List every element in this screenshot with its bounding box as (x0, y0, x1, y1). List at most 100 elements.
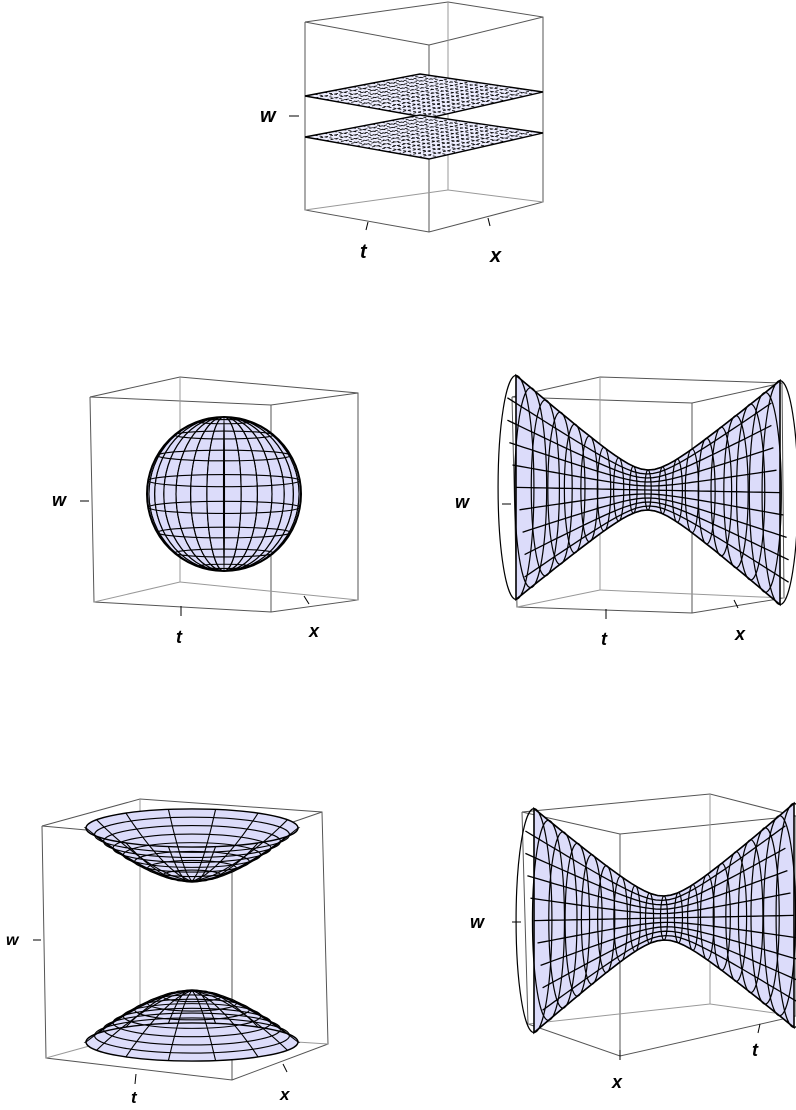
hyperboloid-one-ticks (502, 503, 739, 619)
planes-ticks (289, 115, 491, 231)
hyperboloid-one-rotated-surface (515, 801, 796, 1035)
lower-sheet-radial (125, 989, 193, 1028)
hyperboloid-two-surface (83, 808, 301, 1062)
plane-grid-line (410, 75, 534, 95)
plane-grid-line (391, 79, 515, 99)
plane-grid-line (324, 132, 449, 156)
sphere-meridian (222, 416, 226, 572)
hyperboloid-generator (522, 497, 787, 539)
panel-planes: w t x (260, 1, 544, 267)
lower-sheet-radial (125, 989, 193, 1058)
plane-grid-line (352, 127, 477, 149)
plane-grid-line (314, 93, 439, 117)
plane-grid-line (333, 131, 458, 153)
upper-sheet-radial (191, 819, 288, 883)
lower-sheet-radial (191, 989, 217, 1024)
hyperboloid-generator (542, 930, 796, 989)
planes-axis-w-label: w (260, 105, 277, 127)
hyperboloid-one-axis-right-label: x (734, 624, 746, 644)
plane-grid-line (397, 87, 513, 113)
sphere-axis-right-label: x (308, 621, 320, 641)
hyperboloid-generator (507, 419, 772, 479)
plane-grid-line (418, 131, 533, 158)
plane-grid-line (387, 85, 503, 112)
sphere-ticks (80, 500, 310, 616)
planes-axis-right-label: x (489, 245, 502, 267)
plane-grid-line (410, 116, 534, 136)
hyperboloid-two-ticks (33, 939, 288, 1085)
upper-sheet-radial (191, 809, 217, 883)
hyperboloid-generator (515, 374, 781, 471)
plane-grid-line (362, 84, 487, 106)
hyperboloid-one-rotated-axis-w-label: w (470, 912, 485, 932)
hyperboloid-generator (533, 802, 795, 897)
hyperboloid-generator (515, 486, 781, 494)
plane-grid-line (352, 86, 477, 108)
hyperboloid-two-axis-right-label: x (279, 1085, 291, 1104)
hyperboloid-generator (530, 892, 791, 915)
plane-grid-line (362, 125, 487, 147)
lower-sheet-radial (191, 989, 288, 1051)
upper-sheet-radial (125, 812, 193, 883)
hyperboloid-one-rotated-axis-left-label: x (611, 1072, 623, 1092)
sphere-axis-left-label: t (176, 627, 183, 647)
hyperboloid-generator (512, 464, 777, 487)
hyperboloid-generator (527, 869, 788, 910)
plane-grid-line (314, 134, 439, 158)
lower-sheet-radial (96, 989, 193, 1051)
planes-surfaces (304, 73, 544, 160)
plane-grid-line (372, 123, 496, 145)
plane-grid-line (397, 128, 513, 154)
panel-sphere: w t x (52, 376, 359, 647)
plane-grid-line (381, 80, 506, 102)
hyperboloid-generator (515, 509, 781, 606)
upper-sheet-radial (191, 812, 259, 883)
hyperboloid-one-surface (497, 373, 796, 607)
plane-grid-line (372, 82, 496, 104)
lower-sheet-radial (167, 989, 193, 1024)
lower-sheet-radial (191, 989, 217, 1061)
hyperboloid-generator (533, 939, 795, 1034)
hyperboloid-generator (533, 914, 795, 922)
panel-hyperboloid-two: w t x (6, 798, 329, 1107)
hyperboloid-one-rotated-axis-right-label: t (752, 1040, 759, 1060)
upper-sheet-rim (85, 808, 299, 848)
hyperboloid-generator (509, 441, 774, 483)
hyperboloid-generator (525, 847, 786, 906)
plane-grid-line (333, 90, 458, 112)
plane-grid-line (387, 126, 503, 153)
hyperboloid-generator (524, 501, 789, 561)
hyperboloid-one-rotated-ticks (512, 921, 761, 1060)
plane-grid-line (400, 77, 525, 97)
plane-grid-line (418, 90, 533, 117)
lower-sheet-radial (96, 989, 193, 1035)
hyperboloid-two-axis-w-label: w (6, 932, 20, 949)
panel-hyperboloid-one: w t x (455, 373, 796, 649)
plane-grid-line (343, 129, 468, 151)
panel-hyperboloid-one-rotated: w x t (470, 793, 796, 1092)
upper-sheet-radial (96, 819, 193, 883)
hyperboloid-generator (525, 825, 786, 902)
plane-grid-line (381, 121, 506, 143)
plane-grid-line (343, 88, 468, 110)
sphere-surface (146, 416, 302, 572)
hyperboloid-generator (519, 493, 784, 516)
plane-grid-line (408, 88, 523, 115)
hyperboloid-generator (507, 397, 772, 475)
hyperboloid-generator (540, 926, 796, 967)
sphere-meridian (148, 416, 300, 572)
hyperboloid-one-axis-w-label: w (455, 492, 470, 512)
plane-grid-line (400, 118, 525, 138)
planes-axis-left-label: t (360, 241, 368, 263)
plane-grid-line (391, 120, 515, 140)
lower-sheet-radial (167, 989, 193, 1061)
lower-sheet-radial (191, 989, 288, 1035)
upper-sheet-radial (167, 809, 193, 883)
plane-grid-line (408, 129, 523, 156)
hyperboloid-two-axis-left-label: t (131, 1088, 138, 1107)
hyperboloid-generator (537, 921, 796, 944)
lower-sheet-radial (191, 989, 259, 1028)
lower-sheet-radial (191, 989, 259, 1058)
sphere-axis-w-label: w (52, 490, 67, 510)
